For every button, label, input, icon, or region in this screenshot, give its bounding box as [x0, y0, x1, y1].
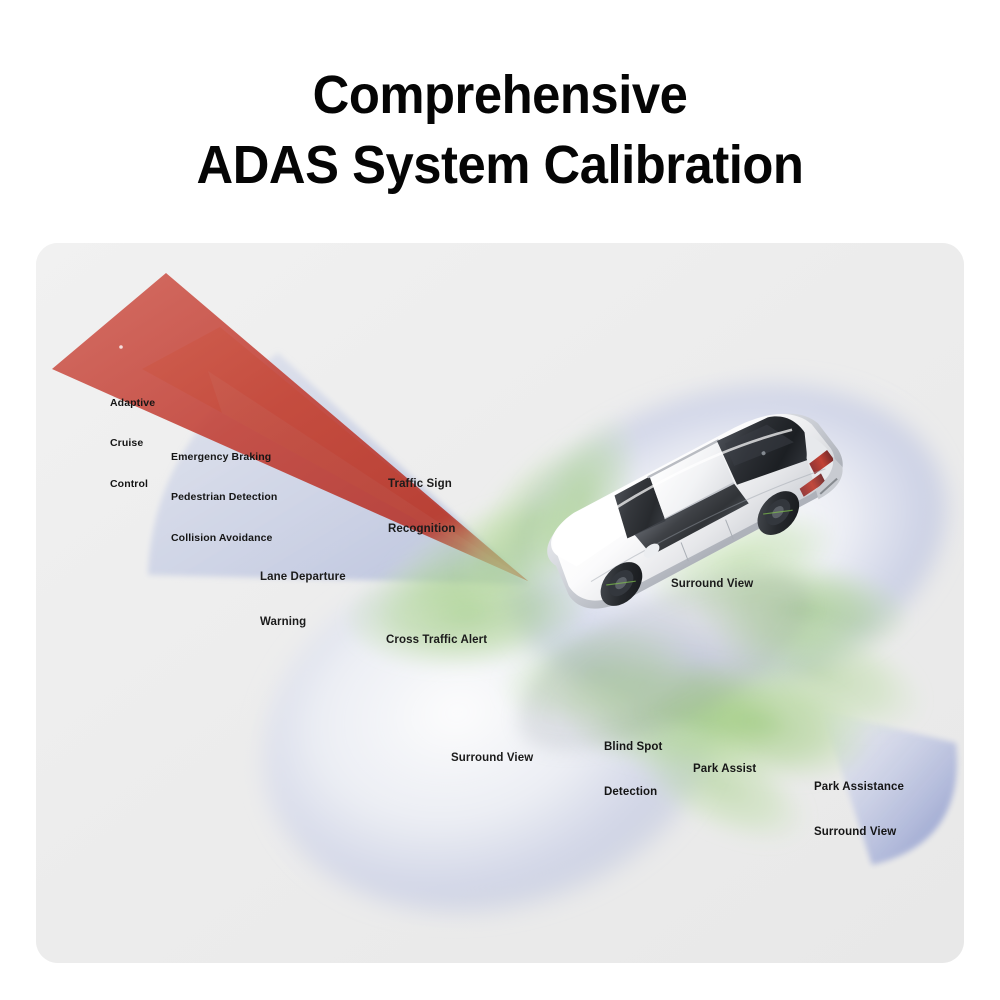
pasv-line-2: Surround View	[814, 825, 897, 838]
vehicle-door-seam-rear	[725, 519, 734, 540]
vehicle-roof	[649, 440, 735, 522]
vehicle-taillight-right	[799, 473, 826, 497]
sparkle-dot	[119, 345, 123, 349]
vehicle-side-mirror	[643, 543, 660, 558]
label-cross-traffic-alert: Cross Traffic Alert	[386, 604, 487, 678]
acc-line-2: Cruise	[110, 437, 144, 450]
cta-line-1: Cross Traffic Alert	[386, 634, 488, 647]
vehicle-rear-bumper	[815, 456, 843, 500]
vehicle-roof-rail-right	[664, 482, 735, 521]
adas-diagram-panel: Adaptive Cruise Control Emergency Brakin…	[36, 243, 964, 963]
label-traffic-sign-recognition: Traffic Sign Recognition	[388, 448, 456, 566]
vehicle-side-windows	[634, 483, 749, 556]
vehicle-rear-wheel	[757, 491, 800, 535]
label-surround-view-rear: Surround View	[451, 722, 533, 796]
page-title-line-2: ADAS System Calibration	[196, 135, 804, 195]
sv-front-line-1: Surround View	[671, 578, 754, 591]
label-surround-view-front: Surround View	[671, 548, 753, 622]
vehicle-shadow	[517, 571, 811, 751]
pa-line-1: Park Assist	[693, 763, 757, 776]
label-park-assistance-surround-view: Park Assistance Surround View	[814, 751, 904, 869]
vehicle-roof-rail-left	[647, 439, 720, 479]
acc-line-1: Adaptive	[110, 396, 156, 409]
eb-line-2: Pedestrian Detection	[171, 491, 278, 504]
vehicle-exhaust	[819, 477, 838, 495]
vehicle-hood	[552, 489, 630, 567]
vehicle-roof-antenna	[761, 451, 766, 456]
bsd-line-1: Blind Spot	[604, 741, 663, 754]
page-title: Comprehensive ADAS System Calibration	[30, 60, 970, 200]
vehicle-front-wheel	[600, 562, 643, 606]
eb-line-3: Collision Avoidance	[171, 531, 273, 544]
vehicle-door-seam-front	[680, 542, 689, 562]
sv-rear-line-1: Surround View	[451, 752, 534, 765]
label-lane-departure-warning: Lane Departure Warning	[260, 541, 346, 659]
eb-line-1: Emergency Braking	[171, 450, 272, 463]
label-park-assist: Park Assist	[693, 733, 756, 807]
tsr-line-1: Traffic Sign	[388, 478, 452, 491]
vehicle-illustration	[547, 413, 843, 609]
label-emergency-braking: Emergency Braking Pedestrian Detection C…	[171, 424, 277, 572]
acc-line-3: Control	[110, 477, 149, 490]
vehicle-windshield	[614, 476, 666, 539]
ldw-line-2: Warning	[260, 615, 307, 628]
label-blind-spot-detection: Blind Spot Detection	[604, 711, 663, 829]
page-title-line-1: Comprehensive	[312, 65, 688, 125]
bsd-line-2: Detection	[604, 785, 658, 798]
vehicle-taillight-left	[809, 450, 835, 475]
vehicle-body-highlight	[575, 428, 793, 537]
label-adaptive-cruise-control: Adaptive Cruise Control	[110, 370, 155, 518]
tsr-line-2: Recognition	[388, 522, 456, 535]
pasv-line-1: Park Assistance	[814, 781, 904, 794]
ldw-line-1: Lane Departure	[260, 571, 346, 584]
adas-diagram-graphic	[36, 243, 964, 963]
